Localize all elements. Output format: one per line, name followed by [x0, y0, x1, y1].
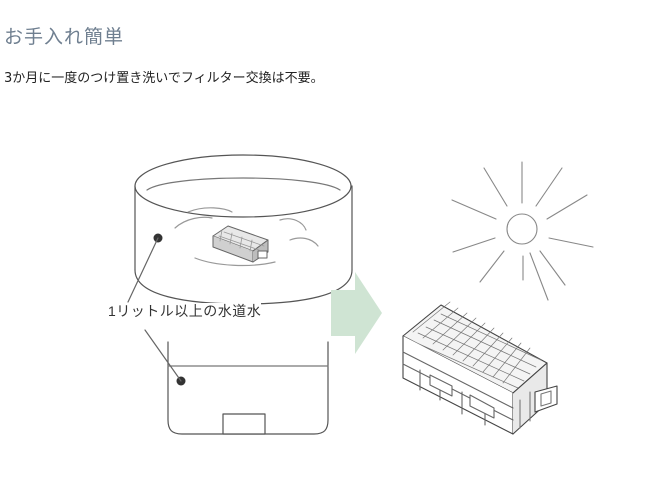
wash-basin-icon	[127, 154, 353, 305]
water-amount-label: 1リットル以上の水道水	[108, 303, 262, 320]
sun-icon	[451, 161, 594, 301]
cleaning-container-icon	[144, 329, 329, 435]
section-heading: お手入れ簡単	[4, 26, 125, 48]
filter-cartridge-icon	[402, 301, 558, 435]
arrow-right-icon	[331, 272, 382, 354]
submerged-filter-icon	[212, 225, 269, 263]
section-description: 3か月に一度のつけ置き洗いでフィルター交換は不要。	[4, 71, 324, 86]
